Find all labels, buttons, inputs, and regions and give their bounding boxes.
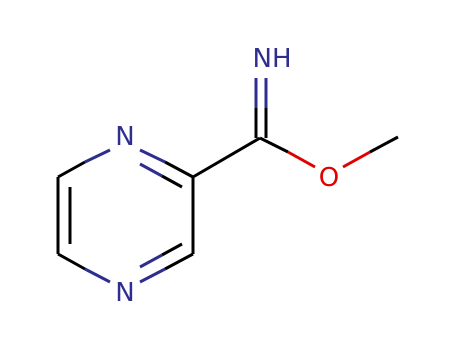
bond-c6-n1: [57, 160, 86, 179]
bond-o-ch3: [342, 150, 371, 169]
bond-n1-c2-inner-b: [161, 174, 183, 189]
bond-c3-n4-b: [139, 267, 166, 284]
bond-c7-o: [259, 136, 289, 154]
bond-n4-c5: [84, 267, 111, 284]
bond-n1-c2-inner: [139, 162, 163, 178]
bond-c3-n4: [164, 252, 194, 271]
substituent-bonds: [192, 78, 399, 179]
bond-c2-c7: [192, 136, 261, 179]
bond-c6-n1-b: [84, 148, 111, 164]
bond-n4-c5-b: [57, 252, 86, 271]
imine-nh-label: NH: [253, 44, 292, 74]
bond-c3-n4-inner: [161, 242, 183, 257]
ring-nitrogen-bottom-label: N: [115, 278, 134, 308]
oxygen-label: O: [319, 163, 339, 193]
bond-c7-o-b: [287, 150, 316, 169]
pyrazine-ring: [56, 148, 195, 284]
bond-o-ch3-b: [369, 135, 399, 154]
ring-nitrogen-top-label: N: [115, 122, 134, 152]
bond-c3-n4-inner-b: [139, 253, 163, 269]
atom-labels: N N NH O: [115, 44, 339, 308]
bond-n1-c2: [139, 148, 166, 164]
bond-n1-c2-b: [164, 160, 194, 179]
